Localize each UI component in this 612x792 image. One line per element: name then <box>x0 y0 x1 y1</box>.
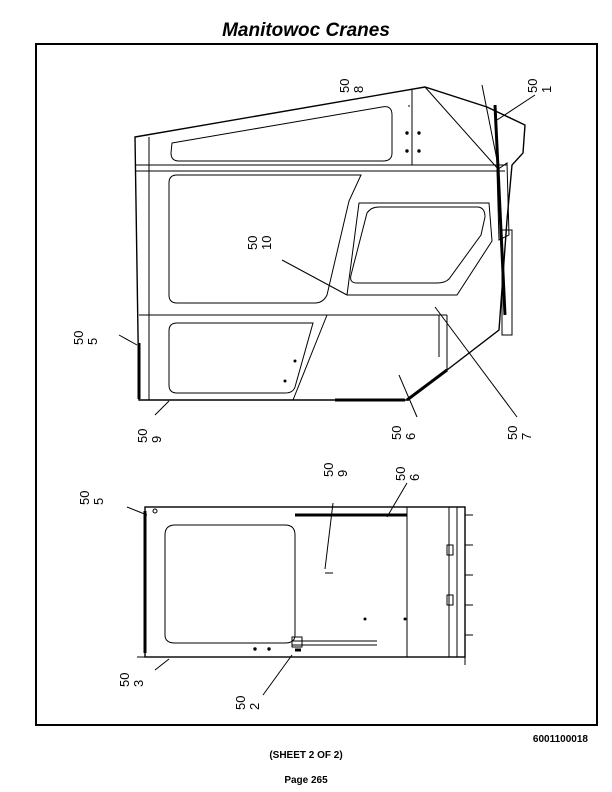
callout-50-5-lower: 505 <box>77 491 106 505</box>
seal-strips-lower <box>143 511 407 653</box>
leader-lines-lower <box>126 482 408 696</box>
callout-50-8: 508 <box>337 79 366 93</box>
callout-50-3: 503 <box>117 673 146 687</box>
cab-parts-diagram: 501 508 5010 505 509 506 507 509 506 505… <box>71 79 554 710</box>
page-number: Page 265 <box>284 775 328 786</box>
callout-50-1: 501 <box>525 79 554 93</box>
cab-side-view <box>134 84 526 401</box>
callout-50-9-upper: 509 <box>135 429 164 443</box>
leader-lines-upper <box>118 94 536 418</box>
cab-end-view <box>137 506 473 665</box>
callout-50-2: 502 <box>233 696 262 710</box>
callouts: 501 508 5010 505 509 506 507 509 506 505… <box>71 79 554 710</box>
sheet-label: (SHEET 2 OF 2) <box>269 750 343 761</box>
callout-50-6-lower: 506 <box>393 467 422 481</box>
part-number: 6001100018 <box>532 734 588 745</box>
seal-strips-upper <box>137 104 507 402</box>
callout-50-5-upper: 505 <box>71 331 100 345</box>
callout-50-10: 5010 <box>245 236 274 250</box>
callout-50-6-upper: 506 <box>389 426 418 440</box>
page-title: Manitowoc Cranes <box>222 20 390 41</box>
drawing-frame: 501 508 5010 505 509 506 507 509 506 505… <box>35 43 598 726</box>
callout-50-7: 507 <box>505 426 534 440</box>
callout-50-9-lower: 509 <box>321 463 350 477</box>
